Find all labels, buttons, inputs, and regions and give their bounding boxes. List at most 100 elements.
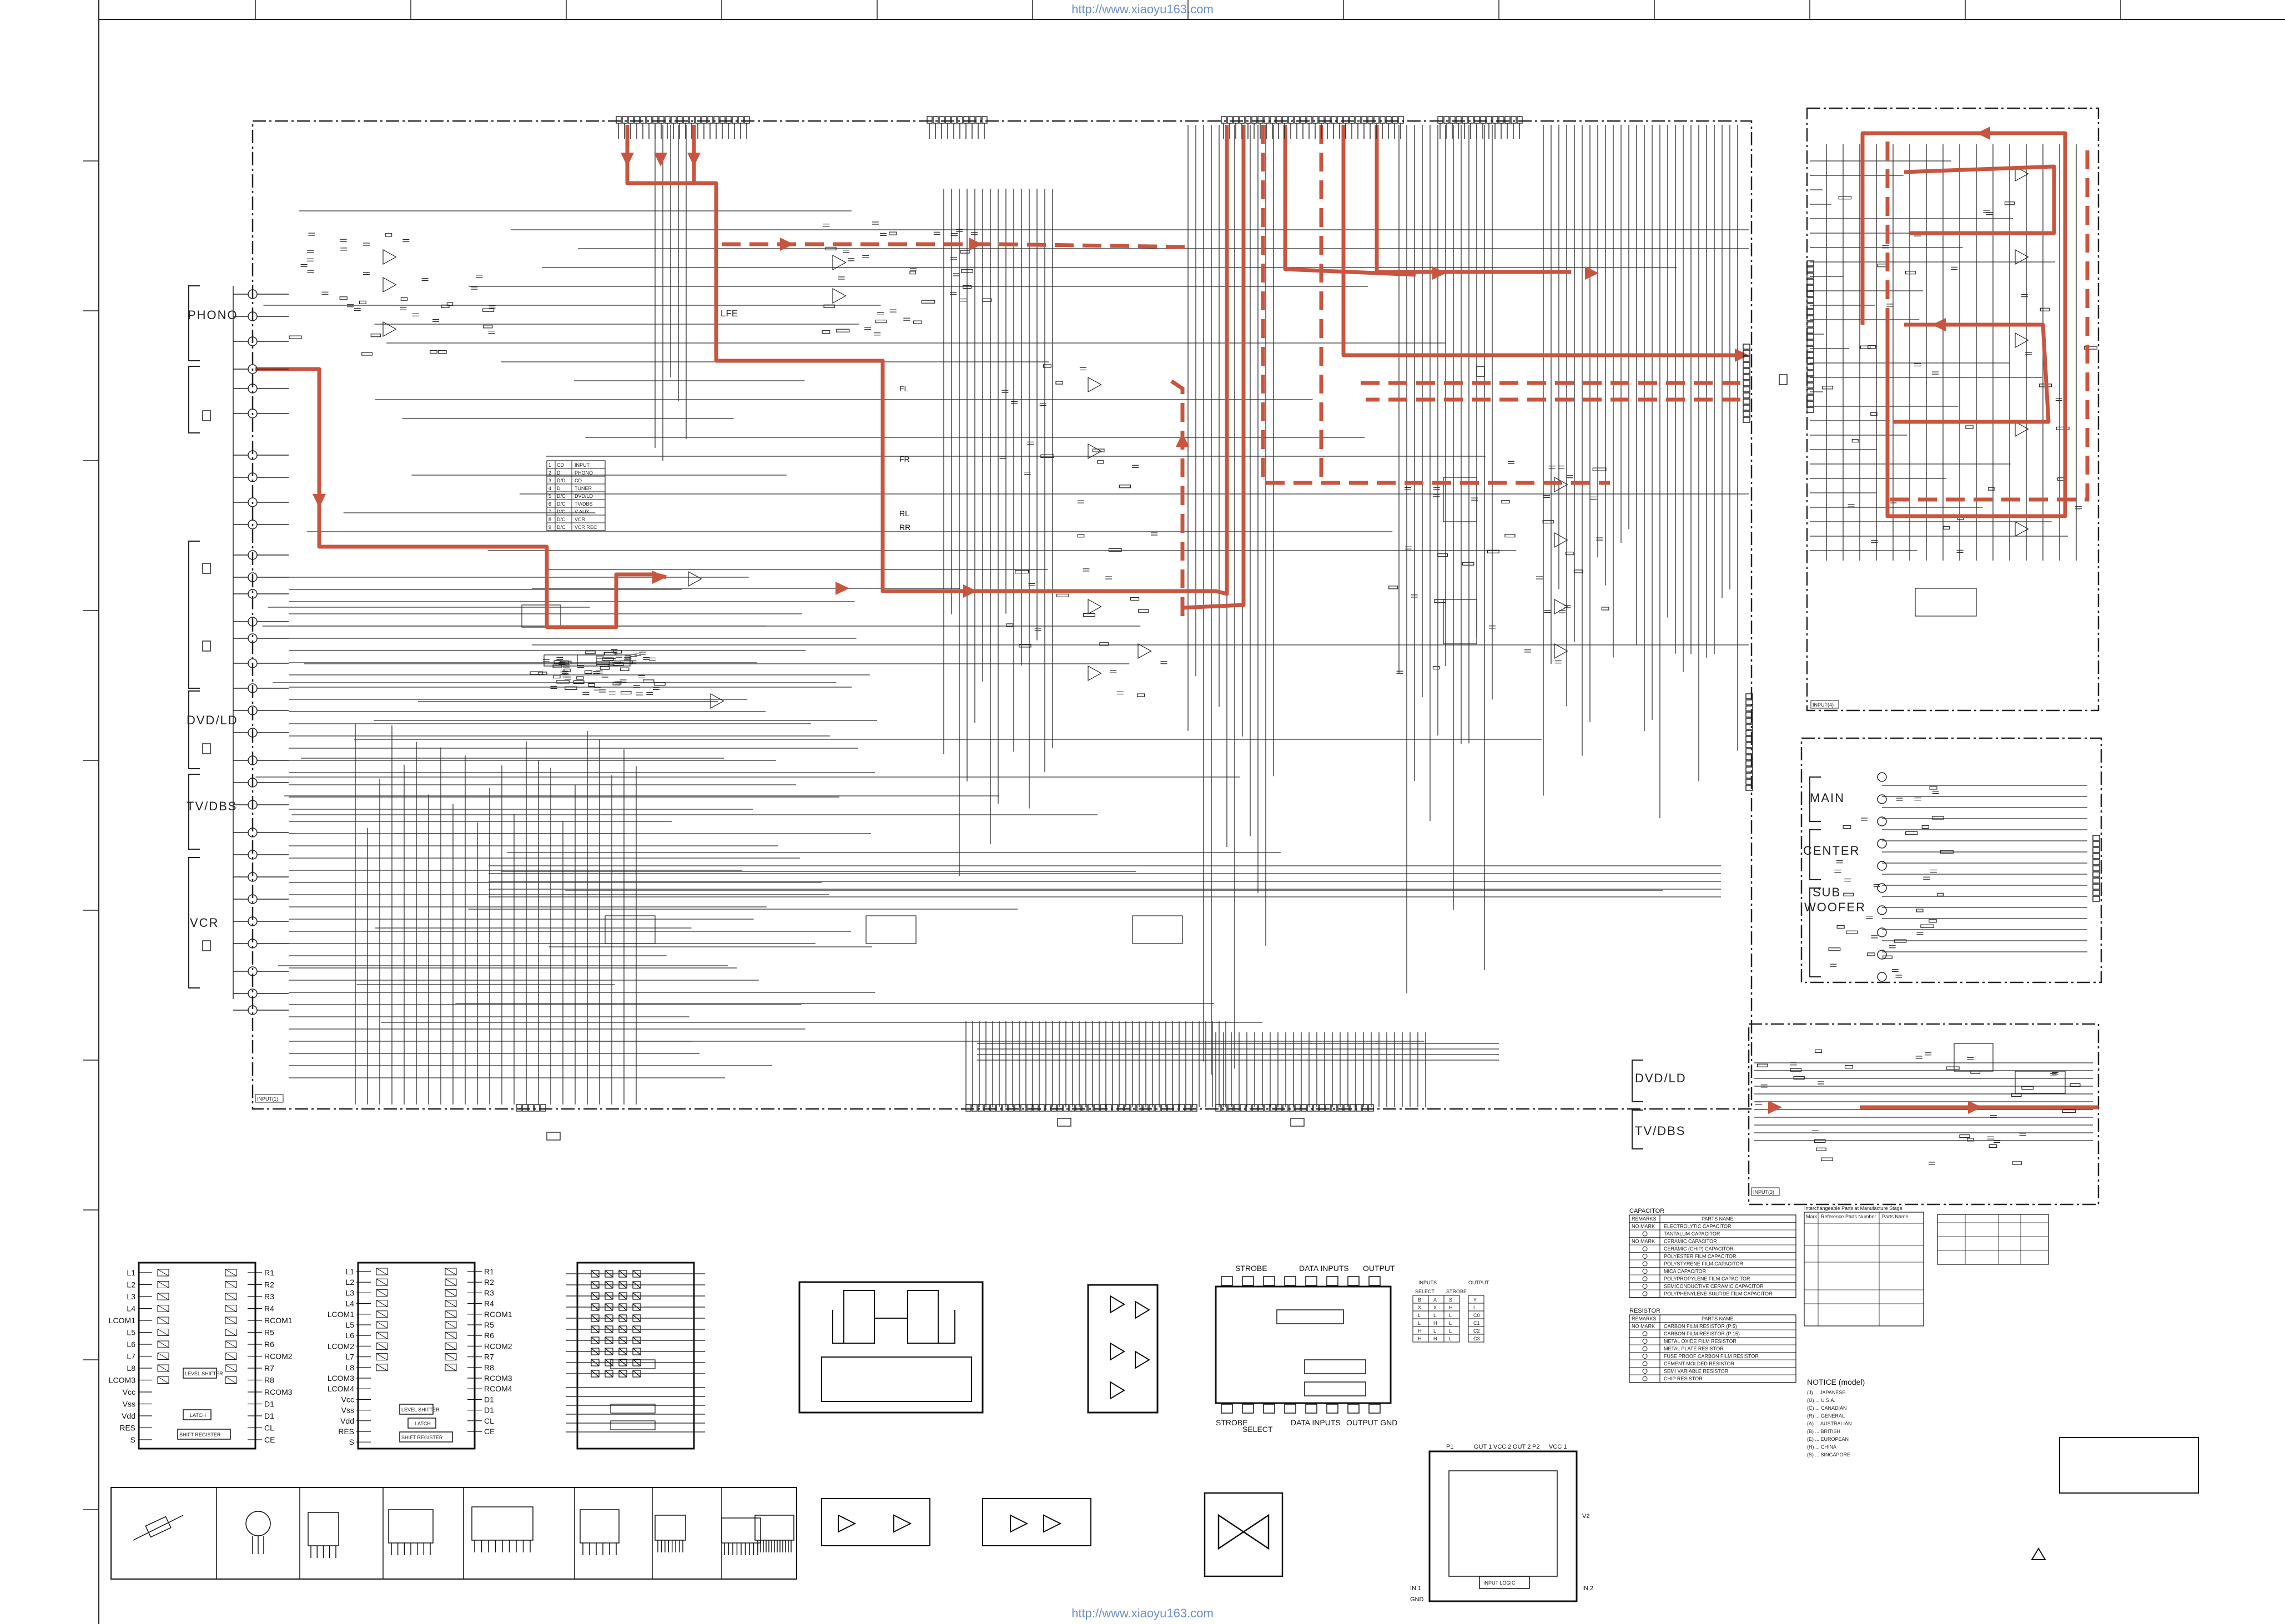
legend-remark: NO MARK	[1632, 1239, 1655, 1244]
interchange-title: Interchangeable Parts at Manufacture Sta…	[1804, 1206, 1903, 1211]
sheet-frame	[83, 0, 2285, 1624]
legend-title: RESISTOR	[1629, 1308, 1660, 1314]
driver-pin-out1: OUT 1	[1474, 1444, 1492, 1450]
component-field	[289, 165, 2097, 1165]
chip-pin-label: CL	[484, 1416, 494, 1425]
legend-part-name: CARBON FILM RESISTOR (P:15)	[1664, 1331, 1740, 1336]
label-center: CENTER	[1803, 844, 1860, 858]
selector-row-code: D/C	[557, 501, 566, 507]
opamp-block-1	[821, 1498, 930, 1546]
warning-triangle-icon	[2031, 1547, 2046, 1560]
selector-row-code: D/C	[557, 493, 566, 499]
channel-fr: FR	[899, 455, 910, 463]
truth-cell: A	[1433, 1297, 1437, 1303]
truth-header-strobe: STROBE	[1446, 1289, 1467, 1294]
chip-pin-label: CL	[264, 1424, 274, 1433]
label-sub-woofer: SUB	[1813, 885, 1841, 899]
selector-row-name: TUNER	[575, 486, 592, 491]
chip-pin-label: RES	[119, 1424, 135, 1433]
driver-pin-in2: IN 2	[1582, 1585, 1593, 1592]
notice-row: (C) ... CANADIAN	[1807, 1405, 1847, 1411]
chip-pin-label: L8	[127, 1364, 135, 1373]
notice-row: (H) ... CHINA	[1807, 1444, 1836, 1450]
legend-part-name: POLYSTYRENE FILM CAPACITOR	[1664, 1261, 1744, 1267]
watermark-url-bottom: http://www.xiaoyu163.com	[1071, 1606, 1214, 1620]
chip-pin-label: R2	[264, 1280, 274, 1289]
ic-diagram-1: L1L2L3L4LCOM1L5L6L7L8LCOM3VccVssVddRESS …	[109, 1262, 293, 1450]
truth-cell: C2	[1473, 1328, 1480, 1334]
label-digital-tv: TV/DBS	[1635, 1124, 1685, 1138]
chip-pin-label: L1	[127, 1268, 135, 1277]
chip1-latch: LATCH	[190, 1413, 206, 1418]
notice-row: (B) ... BRITISH	[1807, 1429, 1840, 1434]
label-dvd-ld: DVD/LD	[187, 713, 238, 727]
chip-pin-label: D1	[264, 1411, 274, 1420]
channel-rr: RR	[899, 523, 910, 532]
board-label-right-top: INPUT(4)	[1813, 702, 1834, 708]
chip-pin-label: LCOM1	[109, 1316, 135, 1325]
selector-row-code: D/C	[557, 517, 566, 522]
chip-pin-label: L7	[127, 1352, 135, 1361]
driver-pin-p1: P1	[1446, 1444, 1453, 1450]
selector-row-num: 2	[548, 470, 551, 476]
truth-cell: S	[1449, 1297, 1452, 1303]
chip-pin-label: R7	[484, 1353, 494, 1361]
selector-row-num: 6	[548, 501, 551, 507]
interchange-head-ref: Reference Parts Number	[1821, 1214, 1876, 1219]
chip2-latch: LATCH	[415, 1421, 431, 1426]
label-phono: PHONO	[188, 308, 238, 322]
mux-strobe-label: STROBE	[1235, 1264, 1267, 1273]
legend-part-name: CERAMIC (CHIP) CAPACITOR	[1664, 1246, 1734, 1252]
signal-arrows	[313, 127, 1990, 1114]
selector-row-name: VCR REC	[575, 524, 597, 530]
chip-pin-label: Vdd	[340, 1416, 354, 1425]
chip-pin-label: R1	[264, 1268, 274, 1277]
input-jack-column	[202, 260, 2100, 1015]
channel-fl: FL	[899, 384, 909, 393]
legend-part-name: POLYESTER FILM CAPACITOR	[1664, 1254, 1737, 1259]
label-digital-dvd: DVD/LD	[1635, 1071, 1687, 1085]
chip-pin-label: L1	[345, 1267, 354, 1276]
truth-cell: H	[1418, 1328, 1422, 1334]
truth-output-title: OUTPUT	[1468, 1280, 1489, 1285]
chip2-level-shifter: LEVEL SHIFTER	[401, 1407, 440, 1413]
notice-row: (U) ... U.S.A.	[1807, 1398, 1835, 1403]
signal-path	[255, 125, 2098, 1109]
notice-row: (S) ... SINGAPORE	[1807, 1452, 1850, 1457]
notice-row: (R) ... GENERAL	[1807, 1413, 1845, 1419]
board-label-main: INPUT(1)	[257, 1096, 278, 1102]
truth-cell: C1	[1473, 1320, 1480, 1326]
selector-row-name: TV/DBS	[575, 501, 593, 507]
mux-strobe-b-label: STROBE	[1216, 1418, 1248, 1427]
notice-row: (J) ... JAPANESE	[1807, 1390, 1845, 1395]
driver-pin-gnd: GND	[1410, 1596, 1424, 1603]
legend-part-name: FUSE PROOF CARBON FILM RESISTOR	[1664, 1354, 1759, 1359]
notice-row: (E) ... EUROPEAN	[1807, 1436, 1849, 1442]
chip-pin-label: RCOM3	[484, 1374, 512, 1383]
chip-pin-label: L2	[127, 1280, 135, 1289]
chip-pin-label: L7	[345, 1353, 354, 1361]
chip-pin-label: L2	[345, 1278, 354, 1287]
legend-part-name: CERAMIC CAPACITOR	[1664, 1239, 1717, 1244]
truth-header-select: SELECT	[1415, 1289, 1435, 1294]
driver-pin-p2: P2	[1532, 1444, 1539, 1450]
notice-row: (A) ... AUSTRALIAN	[1807, 1421, 1852, 1426]
legend-head-remarks: REMARKS	[1632, 1216, 1657, 1222]
legend-head-remarks: REMARKS	[1632, 1316, 1657, 1322]
selector-row-name: INPUT	[575, 462, 590, 468]
truth-cell: Y	[1473, 1297, 1477, 1303]
label-vcr: VCR	[190, 916, 219, 930]
driver-pin-vcc2: VCC 2	[1493, 1444, 1511, 1450]
bottom-connectors	[516, 1104, 1374, 1141]
driver-pin-out2: OUT 2	[1513, 1444, 1531, 1450]
legend-head-parts: PARTS NAME	[1702, 1216, 1734, 1222]
label-tv-dbs: TV/DBS	[187, 799, 237, 813]
legend-part-name: CARBON FILM RESISTOR (P:5)	[1664, 1324, 1737, 1329]
mux-output-gnd-label: OUTPUT GND	[1346, 1418, 1397, 1427]
driver-pin-v2: V2	[1582, 1513, 1589, 1520]
package-strip	[110, 1487, 797, 1580]
selector-row-code: D	[557, 486, 561, 491]
chip-pin-label: LCOM3	[328, 1374, 354, 1383]
truth-cell: C0	[1473, 1313, 1480, 1318]
